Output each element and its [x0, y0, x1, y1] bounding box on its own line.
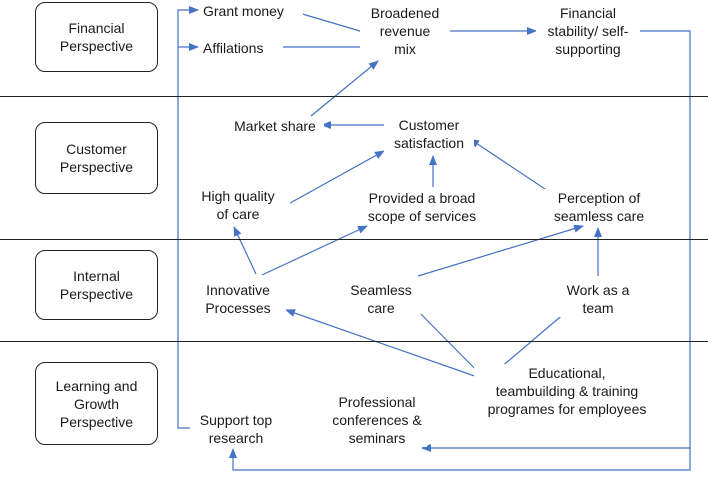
node-grant-money: Grant money: [203, 2, 303, 20]
node-affilations: Affilations: [203, 39, 283, 57]
node-work-as-a-team: Work as a team: [556, 281, 640, 317]
learning-growth-perspective-box: Learning and Growth Perspective: [35, 362, 158, 445]
arrow-educational-to-innovative: [285, 309, 487, 381]
node-customer-satisfaction: Customer satisfaction: [384, 116, 474, 152]
arrow-quality-to-satisfaction: [282, 150, 385, 208]
arrow-grant-money-to-revenue-mix: [298, 12, 371, 36]
financial-perspective-box: Financial Perspective: [35, 2, 158, 72]
arrow-educational-to-seamless: [411, 304, 487, 381]
node-support-top-research: Support top research: [190, 411, 282, 447]
arrow-innovative-to-broad-scope: [261, 225, 368, 276]
node-professional-conferences: Professional conferences & seminars: [327, 393, 427, 447]
arrow-seamless-to-perception: [417, 224, 584, 277]
internal-perspective-box: Internal Perspective: [35, 250, 158, 320]
node-perception-of-seamless-care: Perception of seamless care: [543, 189, 655, 225]
arrow-perception-to-satisfaction: [469, 138, 549, 192]
node-educational-programes: Educational, teambuilding & training pro…: [474, 364, 660, 418]
node-market-share: Market share: [226, 117, 324, 135]
node-broad-scope-of-services: Provided a broad scope of services: [357, 189, 487, 225]
arrow-innovative-to-quality: [233, 226, 257, 275]
node-financial-stability: Financial stability/ self- supporting: [536, 4, 640, 58]
divider-internal-learning: [0, 341, 708, 342]
node-broadened-revenue-mix: Broadened revenue mix: [360, 4, 450, 58]
divider-customer-internal: [0, 239, 708, 240]
node-seamless-care: Seamless care: [341, 281, 421, 317]
customer-perspective-box: Customer Perspective: [35, 122, 158, 194]
divider-financial-customer: [0, 96, 708, 97]
node-high-quality-of-care: High quality of care: [186, 187, 290, 223]
arrow-market-share-to-revenue-mix: [310, 60, 379, 117]
node-innovative-processes: Innovative Processes: [190, 281, 286, 317]
arrow-financial-stability-to-research: [229, 448, 691, 471]
